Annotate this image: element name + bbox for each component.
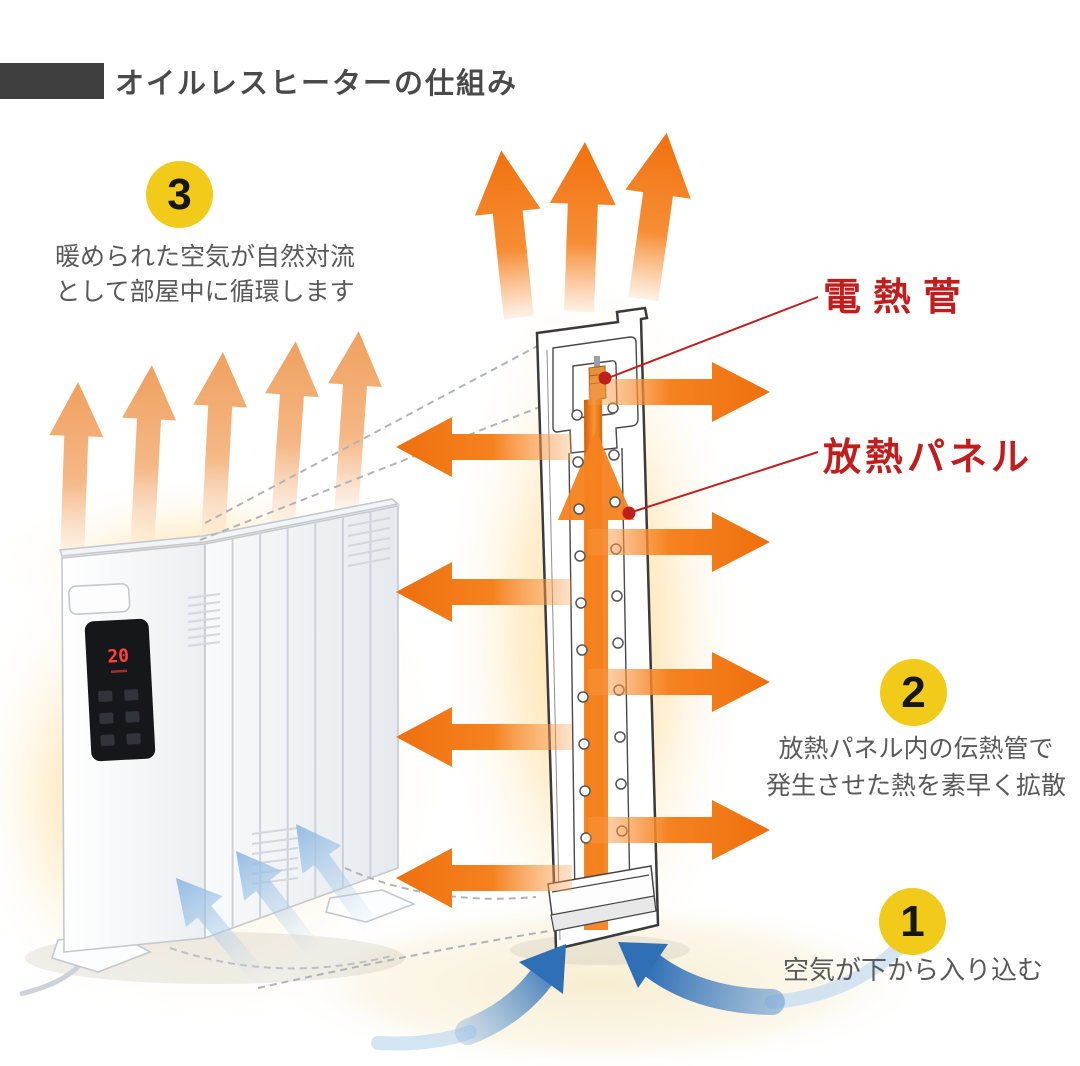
heating-tube-label: 電熱菅 <box>823 277 974 319</box>
heat-arrow-up-icon <box>549 142 616 313</box>
convection-arrow-icon <box>122 365 177 551</box>
panel-base-bar <box>550 895 657 932</box>
temperature-display: 20 <box>107 645 130 667</box>
heater-air-intake-arrows <box>169 824 550 989</box>
heat-arrow-left-icon <box>396 417 572 477</box>
heat-arrow-right-icon <box>588 512 770 572</box>
callout-leaders <box>598 296 819 520</box>
heat-arrow-up-icon <box>474 150 541 320</box>
intake-arrow-icon <box>236 851 325 961</box>
magnifier-connector-lines <box>199 341 546 541</box>
heat-arrow-left-icon <box>396 707 572 767</box>
radiator-panel-label: 放熱パネル <box>823 437 1034 479</box>
convection-arrow-icon <box>264 341 319 533</box>
heat-arrow-right-icon <box>588 652 770 712</box>
step-3-line-2: として部屋中に循環します <box>55 278 355 306</box>
step-3-line-1: 暖められた空気が自然対流 <box>54 243 355 271</box>
convection-arrow-icon <box>328 331 382 525</box>
bottom-air-intake <box>371 937 910 1051</box>
room-convection-arrows <box>49 331 382 563</box>
step-2-line-1: 放熱パネル内の伝熱管で <box>778 735 1054 763</box>
step-3-badge: 3 <box>146 161 213 228</box>
rising-heat-arrows <box>474 132 691 320</box>
panel-cap-inner <box>552 336 639 454</box>
heater-illustration: 20 <box>19 498 417 997</box>
heat-arrow-up-icon <box>625 132 691 302</box>
intake-arrow-icon <box>296 824 381 937</box>
heater-handle-slot <box>68 582 131 615</box>
step-1-line-1: 空気が下から入り込む <box>782 955 1043 985</box>
air-arrow-left-head-icon <box>519 944 566 994</box>
step-2-badge: 2 <box>880 659 947 726</box>
heat-arrow-left-icon <box>396 562 572 622</box>
title-accent-bar <box>0 63 104 99</box>
heating-tube-dot <box>598 371 612 385</box>
heat-radiate-arrows <box>396 362 770 908</box>
heat-arrow-left-icon <box>396 848 572 908</box>
air-arrow-left-shaft <box>455 965 554 1045</box>
radiator-panel-dot <box>622 506 636 520</box>
step-1-caption: 空気が下から入り込む <box>763 953 1063 988</box>
step-2-line-2: 発生させた熱を素早く拡散 <box>766 772 1067 800</box>
heater-fin-face <box>204 505 399 940</box>
step-1-badge: 1 <box>879 888 946 955</box>
step-3-caption: 暖められた空気が自然対流 として部屋中に循環します <box>40 240 370 310</box>
intake-arrow-icon <box>176 878 268 985</box>
heater-control-panel: 20 <box>68 582 156 762</box>
heat-arrow-right-icon <box>588 362 770 422</box>
convection-arrow-icon <box>193 352 248 543</box>
convection-arrow-icon <box>49 382 104 563</box>
control-buttons <box>98 689 141 746</box>
step-2-caption: 放熱パネル内の伝熱管で 発生させた熱を素早く拡散 <box>766 731 1066 805</box>
air-arrow-right-head-icon <box>618 942 668 988</box>
element-pin <box>594 356 600 368</box>
heater-vents <box>187 517 391 885</box>
display-underline <box>110 669 128 673</box>
air-arrow-right-shaft <box>640 953 785 1015</box>
heat-arrow-right-icon <box>588 800 770 860</box>
heater-top-edge <box>58 498 400 557</box>
page-title: オイルレスヒーターの仕組み <box>115 68 519 100</box>
control-panel-display <box>84 618 156 762</box>
